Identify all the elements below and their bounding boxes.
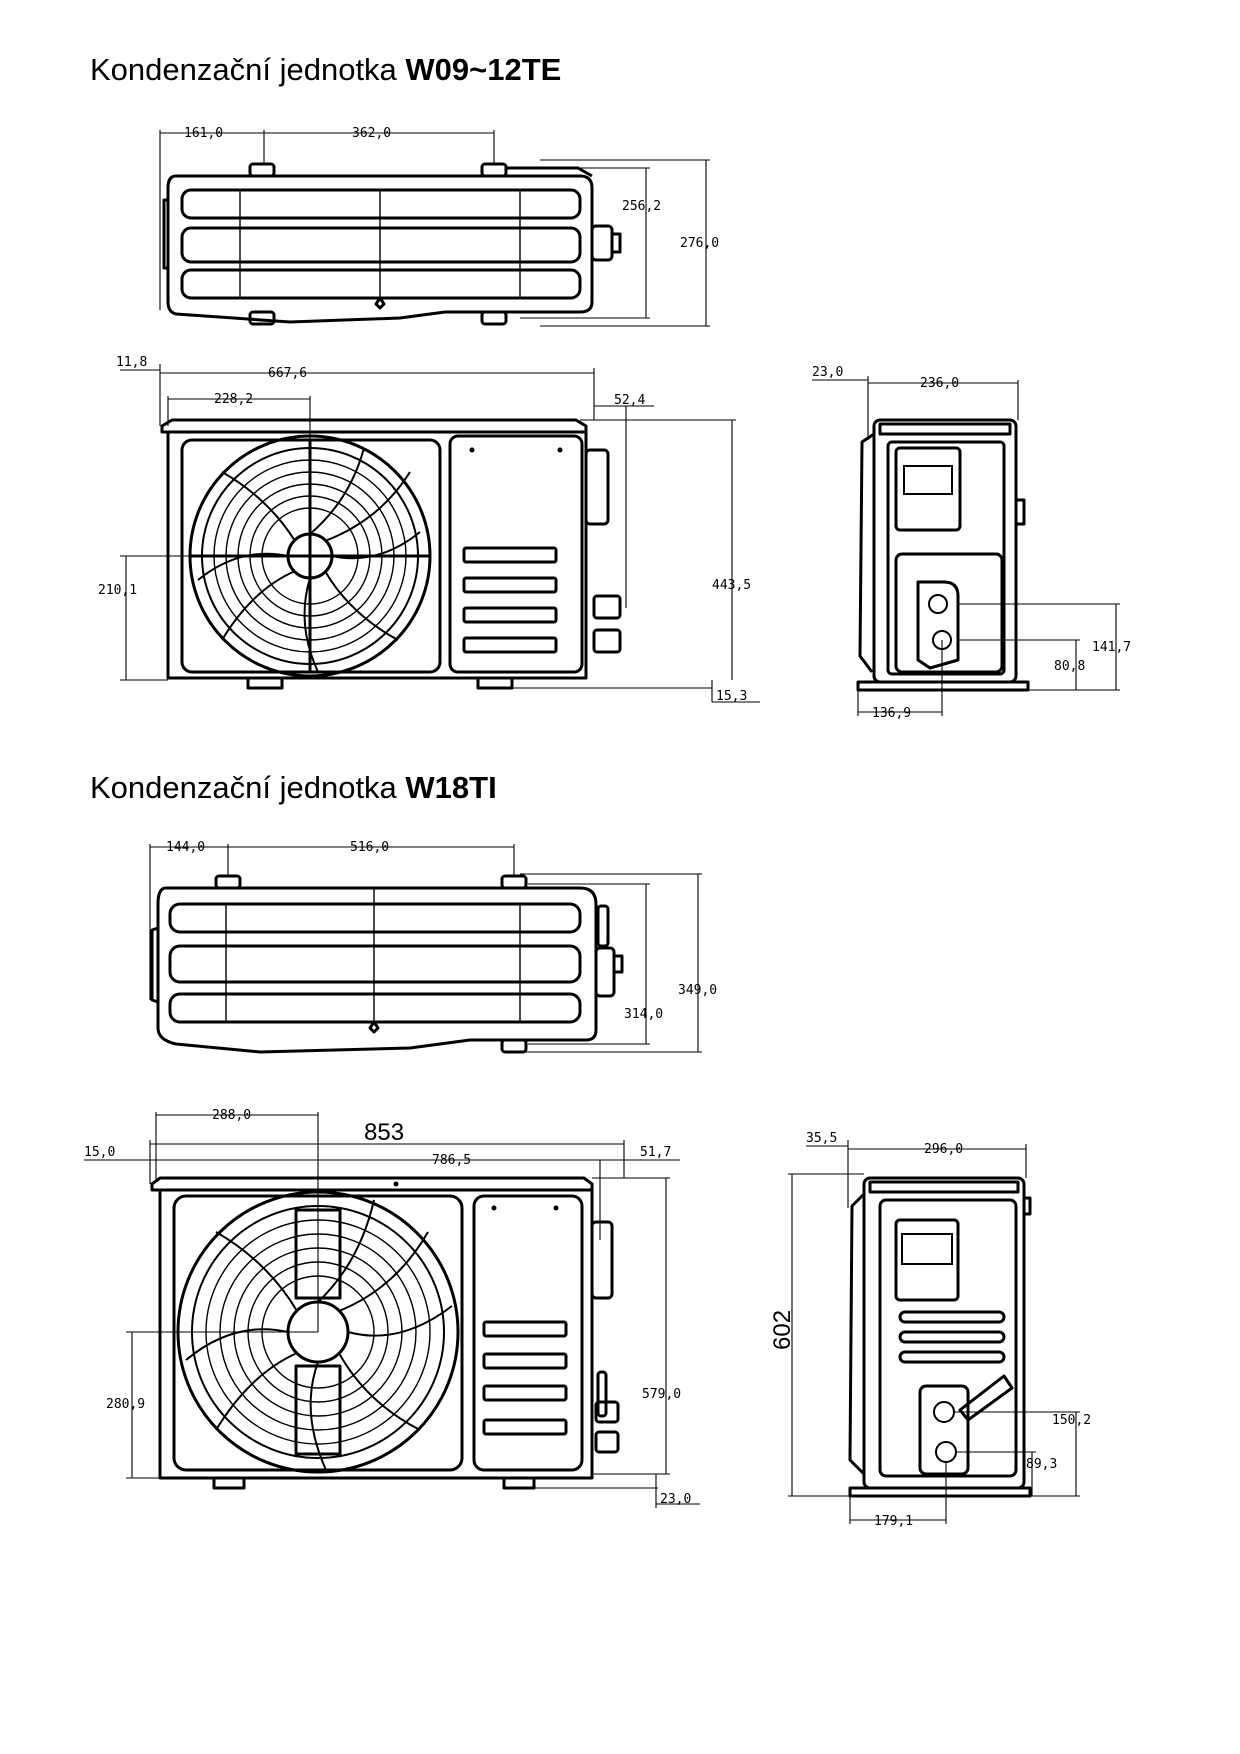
dim-front-6: 579,0 [642,1387,681,1402]
dim-front-5: 443,5 [712,578,751,593]
dim-side-3: 141,7 [1092,640,1131,655]
dim-side-1: 35,5 [806,1131,837,1146]
top-view-w18ti: 144,0 516,0 349,0 314,0 [149,840,717,1054]
front-view-w18ti: 853 288,0 15,0 786,5 [84,1108,700,1508]
dim-front-7: 280,9 [106,1397,145,1412]
dim-top-2: 516,0 [350,840,389,855]
dim-front-6: 210,1 [98,583,137,598]
dim-side-6: 179,1 [874,1514,913,1529]
model-name: W18TI [405,770,497,805]
dim-front-3: 15,0 [84,1145,115,1160]
dim-top-1: 144,0 [166,840,205,855]
dim-front-2: 853 [364,1119,404,1146]
dim-side-4: 150,2 [1052,1413,1091,1428]
dim-front-4: 52,4 [614,393,645,408]
dim-front-2: 667,6 [268,366,307,381]
title-prefix: Kondenzační jednotka [90,52,406,87]
dim-front-5: 51,7 [640,1145,671,1160]
dim-front-7: 15,3 [716,689,747,704]
section-title-w09-12te: Kondenzační jednotka W09~12TE [90,52,561,88]
dim-side-5: 89,3 [1026,1457,1057,1472]
side-view-w18ti: 35,5 296,0 602 150,2 89,3 179,1 [769,1131,1091,1529]
dim-top-3: 349,0 [678,983,717,998]
front-view-w09-12te: 11,8 667,6 228,2 52,4 443,5 210,1 15,3 [98,355,760,704]
dim-side-3: 602 [769,1310,796,1350]
dim-side-5: 136,9 [872,706,911,721]
dim-front-1: 11,8 [116,355,147,370]
dim-top-1: 161,0 [184,126,223,141]
title-prefix: Kondenzační jednotka [90,770,406,805]
dim-side-1: 23,0 [812,365,843,380]
dim-front-3: 228,2 [214,392,253,407]
dim-front-8: 23,0 [660,1492,691,1507]
side-view-w09-12te: 23,0 236,0 141,7 80,8 136,9 [812,365,1131,721]
dim-top-3: 256,2 [622,199,661,214]
model-name: W09~12TE [405,52,562,87]
dim-side-4: 80,8 [1054,659,1085,674]
dim-side-2: 296,0 [924,1142,963,1157]
dim-side-2: 236,0 [920,376,959,391]
dim-top-4: 276,0 [680,236,719,251]
dim-top-4: 314,0 [624,1007,663,1022]
top-view-w09-12te: 161,0 362,0 256,2 276,0 [159,126,719,327]
dim-front-4: 786,5 [432,1153,471,1168]
dim-top-2: 362,0 [352,126,391,141]
dim-front-1: 288,0 [212,1108,251,1123]
section-title-w18ti: Kondenzační jednotka W18TI [90,770,497,806]
